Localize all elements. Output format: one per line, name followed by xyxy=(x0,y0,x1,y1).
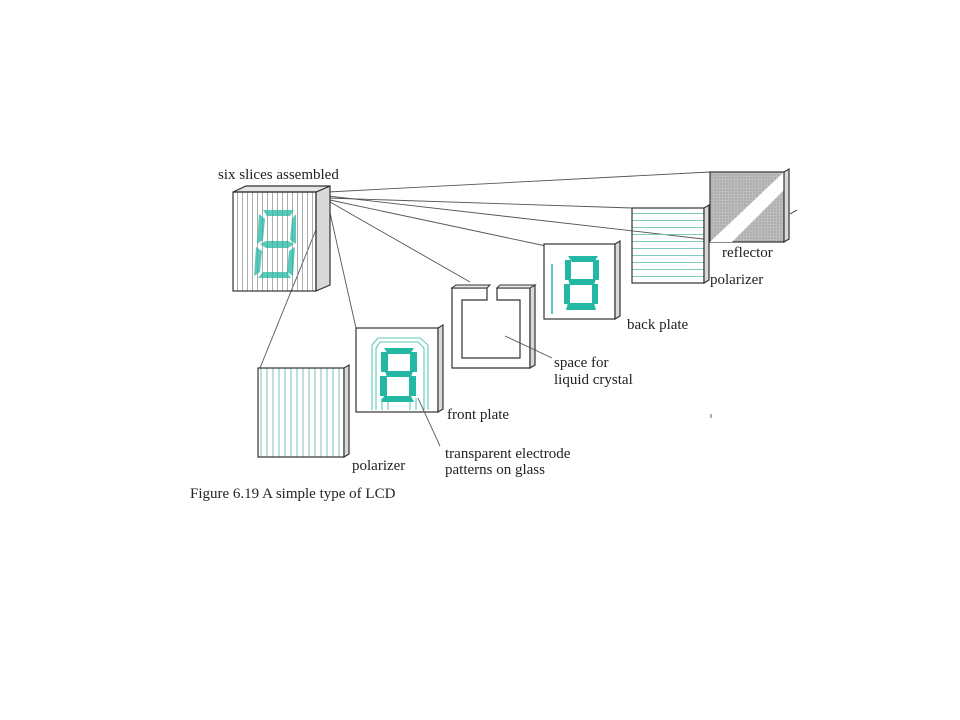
label-front-plate: front plate xyxy=(447,407,509,423)
label-electrode-line1: transparent electrode xyxy=(445,446,571,462)
assembled-stack xyxy=(232,185,331,292)
spacer-frame-part xyxy=(450,283,553,370)
label-reflector: reflector xyxy=(722,245,773,261)
label-space-line1: space for xyxy=(554,355,609,371)
back-plate-part xyxy=(543,239,621,321)
front-plate-part xyxy=(355,323,444,447)
label-space-line2: liquid crystal xyxy=(554,372,633,388)
label-back-plate: back plate xyxy=(627,317,689,333)
reflector-part xyxy=(709,167,798,244)
label-back-polarizer: polarizer xyxy=(710,272,763,288)
back-polarizer-part xyxy=(631,203,710,285)
stack-digit-8 xyxy=(254,210,296,278)
label-six-slices: six slices assembled xyxy=(218,167,339,183)
label-front-polarizer: polarizer xyxy=(352,458,405,474)
figure-caption: Figure 6.19 A simple type of LCD xyxy=(190,486,396,502)
front-polarizer-part xyxy=(257,363,350,459)
back-plate-digit-8 xyxy=(564,256,599,310)
label-electrode-line2: patterns on glass xyxy=(445,462,545,478)
electrode-traces xyxy=(371,337,429,410)
front-plate-digit-8 xyxy=(380,348,417,402)
